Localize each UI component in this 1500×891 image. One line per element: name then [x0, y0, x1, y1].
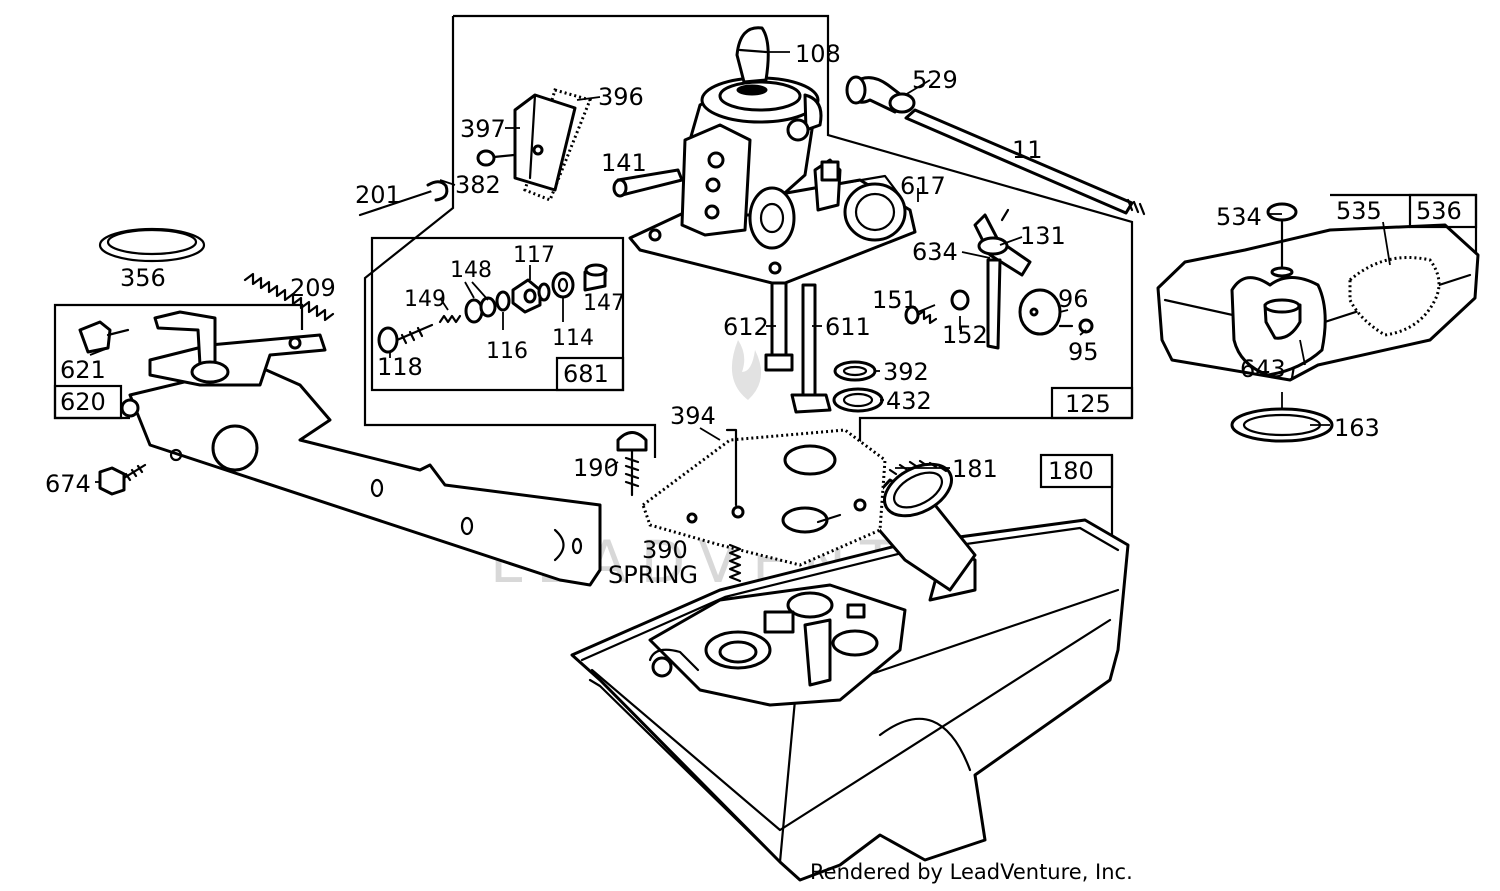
callout-681-box	[555, 356, 625, 392]
callout-131: 131	[1020, 222, 1066, 250]
callout-151: 151	[872, 286, 918, 314]
governor-bracket	[78, 310, 602, 587]
callout-681: 681	[563, 360, 609, 388]
callout-617: 617	[900, 172, 946, 200]
callout-114: 114	[552, 326, 594, 351]
footer-credit: Rendered by LeadVenture, Inc.	[810, 860, 1133, 884]
callout-11: 11	[1012, 136, 1043, 164]
breather-elbow	[845, 75, 916, 114]
gasket	[641, 428, 887, 567]
assembly-frames	[53, 14, 1478, 540]
callout-392: 392	[883, 358, 929, 386]
fuel-filler-neck	[860, 459, 977, 592]
callout-397: 397	[460, 115, 506, 143]
air-cleaner	[1156, 202, 1480, 443]
callout-148: 148	[450, 258, 492, 283]
ring-spring	[98, 227, 206, 263]
callout-674: 674	[45, 470, 91, 498]
callout-141: 141	[601, 149, 647, 177]
washer-432	[832, 387, 884, 413]
callout-149: 149	[404, 287, 446, 312]
callout-108: 108	[795, 40, 841, 68]
callout-201: 201	[355, 181, 401, 209]
callout-611: 611	[825, 313, 871, 341]
fuel-tank	[570, 518, 1130, 882]
carburetor-body	[628, 26, 917, 287]
callout-394: 394	[670, 402, 716, 430]
governor-spring	[243, 272, 335, 322]
callout-612: 612	[723, 313, 769, 341]
callout-529: 529	[912, 66, 958, 94]
callout-621: 621	[60, 356, 106, 384]
diaphragm-cover	[476, 88, 593, 202]
idle-screw	[904, 289, 970, 325]
callout-432: 432	[886, 387, 932, 415]
callout-163: 163	[1334, 414, 1380, 442]
callout-118: 118	[377, 353, 423, 381]
callout-95: 95	[1068, 338, 1099, 366]
callout-382: 382	[455, 171, 501, 199]
callout-96: 96	[1058, 285, 1089, 313]
throttle-link	[358, 180, 449, 217]
callout-536-box	[1408, 193, 1478, 229]
callout-209: 209	[290, 274, 336, 302]
spring	[728, 543, 742, 583]
leader-lines	[89, 51, 1391, 483]
washer-392	[833, 360, 877, 382]
callout-634: 634	[912, 238, 958, 266]
bolt	[98, 463, 147, 496]
callout-147: 147	[583, 291, 625, 316]
callout-643: 643	[1240, 355, 1286, 383]
throttle-lever	[973, 208, 1032, 350]
callout-534: 534	[1216, 203, 1262, 231]
callout-180: 180	[1048, 457, 1094, 485]
callout-396: 396	[598, 83, 644, 111]
callout-620: 620	[60, 388, 106, 416]
valve-plate	[1018, 288, 1094, 336]
callout-spring: SPRING	[608, 561, 698, 589]
breather-tube	[904, 108, 1146, 216]
pickup-tubes	[764, 281, 832, 414]
callout-labels: 108 529 396 397 382 141 11 201 617 534 5…	[45, 40, 1478, 589]
callout-125: 125	[1065, 390, 1111, 418]
callout-190: 190	[573, 454, 619, 482]
callout-116: 116	[486, 339, 528, 364]
callout-535: 535	[1336, 197, 1382, 225]
pin	[612, 168, 684, 198]
mounting-screw	[616, 431, 648, 497]
needle-valve-kit	[377, 263, 608, 354]
callout-390: 390	[642, 536, 688, 564]
callout-620-box	[53, 384, 123, 420]
callout-181: 181	[952, 455, 998, 483]
callout-117: 117	[513, 243, 555, 268]
callout-125-box	[1050, 386, 1134, 420]
callout-536: 536	[1416, 197, 1462, 225]
callout-152: 152	[942, 321, 988, 349]
callout-356: 356	[120, 264, 166, 292]
